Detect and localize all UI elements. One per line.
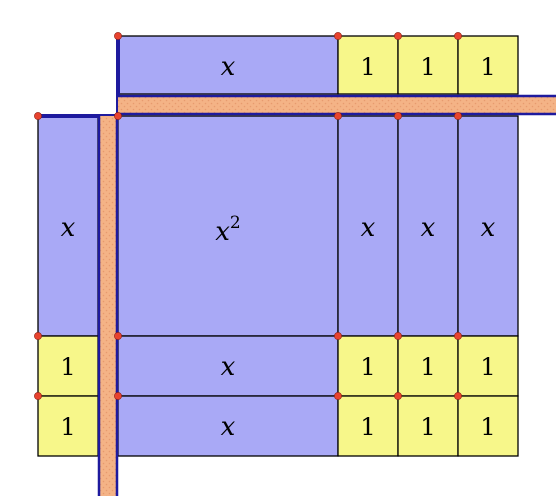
left-unit-label-2: 1 (60, 413, 75, 441)
vertex-dot (334, 32, 342, 40)
product-unit-tile-r1-c1 (337, 335, 399, 397)
left-unit-tile-2 (37, 395, 99, 457)
product-unit-label-r1-c2: 1 (420, 353, 435, 381)
product-x-tile-row-2 (117, 395, 339, 457)
left-unit-tile-1 (37, 335, 99, 397)
horizontal-divider-bar (118, 96, 556, 114)
x-squared-exponent: 2 (230, 213, 241, 233)
vertex-dot (394, 332, 402, 340)
product-grid: x2 x x x x x 1 1 1 1 1 1 (117, 115, 519, 457)
vertex-dot (114, 332, 122, 340)
left-x-label: x (61, 213, 76, 243)
divider-bars (38, 36, 556, 496)
product-x-label-col-3: x (481, 213, 496, 243)
product-unit-tile-r1-c3 (457, 335, 519, 397)
top-unit-label-2: 1 (420, 53, 435, 81)
vertex-dot (394, 112, 402, 120)
x-squared-label: x2 (215, 213, 241, 247)
top-unit-label-1: 1 (360, 53, 375, 81)
product-x-label-row-2: x (221, 412, 236, 442)
vertex-dot (454, 32, 462, 40)
top-x-tile (117, 35, 339, 95)
vertex-dot (34, 392, 42, 400)
vertex-dot (334, 332, 342, 340)
product-x-label-col-2: x (421, 213, 436, 243)
product-unit-label-r2-c2: 1 (420, 413, 435, 441)
product-x-tile-col-3 (457, 115, 519, 337)
top-unit-tile-1 (337, 35, 399, 95)
product-unit-label-r1-c3: 1 (480, 353, 495, 381)
x-squared-base: x (215, 217, 230, 247)
vertex-dot (334, 392, 342, 400)
product-unit-label-r2-c3: 1 (480, 413, 495, 441)
product-x-tile-row-1 (117, 335, 339, 397)
product-unit-tile-r2-c3 (457, 395, 519, 457)
vertex-dot (454, 392, 462, 400)
top-x-label: x (221, 52, 236, 82)
vertex-dot (454, 332, 462, 340)
vertex-dot (114, 112, 122, 120)
top-unit-tile-2 (397, 35, 459, 95)
left-factor-column: x 1 1 (37, 115, 99, 457)
product-x-tile-col-2 (397, 115, 459, 337)
vertex-dot (114, 392, 122, 400)
x-squared-tile (117, 115, 339, 337)
vertex-dot (394, 392, 402, 400)
top-factor-row: x 1 1 1 (117, 35, 519, 95)
product-x-label-row-1: x (221, 352, 236, 382)
product-unit-tile-r2-c1 (337, 395, 399, 457)
product-unit-tile-r2-c2 (397, 395, 459, 457)
vertex-dot (394, 32, 402, 40)
vertical-divider-bar (99, 116, 117, 496)
vertex-dot (34, 112, 42, 120)
top-unit-tile-3 (457, 35, 519, 95)
vertex-dots (34, 32, 462, 400)
vertex-dot (34, 332, 42, 340)
left-unit-label-1: 1 (60, 353, 75, 381)
vertex-dot (114, 32, 122, 40)
product-x-label-col-1: x (361, 213, 376, 243)
product-unit-label-r1-c1: 1 (360, 353, 375, 381)
vertex-dot (454, 112, 462, 120)
product-unit-tile-r1-c2 (397, 335, 459, 397)
vertex-dot (334, 112, 342, 120)
product-unit-label-r2-c1: 1 (360, 413, 375, 441)
left-x-tile (37, 115, 99, 337)
top-unit-label-3: 1 (480, 53, 495, 81)
